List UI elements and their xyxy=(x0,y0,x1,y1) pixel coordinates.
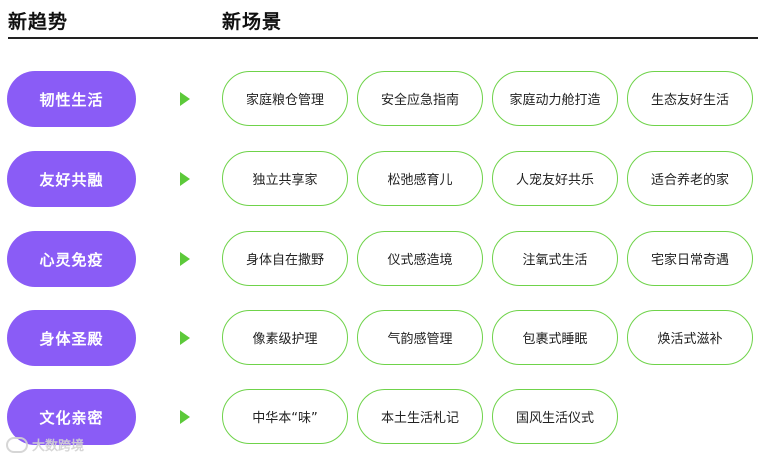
scene-pill: 注氧式生活 xyxy=(492,231,618,286)
scene-pill: 包裹式睡眠 xyxy=(492,310,618,365)
trend-column-title: 新趋势 xyxy=(8,11,69,33)
scene-pill: 宅家日常奇遇 xyxy=(627,231,753,286)
scene-column-title: 新场景 xyxy=(222,11,283,33)
scene-pill: 家庭动力舱打造 xyxy=(492,71,618,126)
trend-row: 文化亲密 中华本“味” 本土生活札记 国风生活仪式 xyxy=(0,389,770,447)
header: 新趋势 新场景 xyxy=(8,0,758,39)
watermark-text: 大数跨境 xyxy=(32,439,85,454)
trend-row: 身体圣殿 像素级护理 气韵感管理 包裹式睡眠 焕活式滋补 xyxy=(0,310,770,368)
scene-pill: 适合养老的家 xyxy=(627,151,753,206)
scene-pill: 家庭粮仓管理 xyxy=(222,71,348,126)
scene-pill: 焕活式滋补 xyxy=(627,310,753,365)
arrow-icon xyxy=(180,252,190,266)
scene-pill: 生态友好生活 xyxy=(627,71,753,126)
trend-row: 韧性生活 家庭粮仓管理 安全应急指南 家庭动力舱打造 生态友好生活 xyxy=(0,71,770,129)
trend-pill: 韧性生活 xyxy=(7,71,136,127)
trend-row: 心灵免疫 身体自在撒野 仪式感造境 注氧式生活 宅家日常奇遇 xyxy=(0,231,770,289)
scene-pill: 像素级护理 xyxy=(222,310,348,365)
logo-icon xyxy=(6,436,28,453)
watermark: 大数跨境 xyxy=(6,435,84,454)
trend-pill: 身体圣殿 xyxy=(7,310,136,366)
scene-pill: 气韵感管理 xyxy=(357,310,483,365)
arrow-icon xyxy=(180,331,190,345)
trend-row: 友好共融 独立共享家 松弛感育儿 人宠友好共乐 适合养老的家 xyxy=(0,151,770,209)
trend-pill: 心灵免疫 xyxy=(7,231,136,287)
scene-pill: 仪式感造境 xyxy=(357,231,483,286)
trend-pill: 友好共融 xyxy=(7,151,136,207)
scene-pill: 身体自在撒野 xyxy=(222,231,348,286)
arrow-icon xyxy=(180,172,190,186)
scene-pill: 安全应急指南 xyxy=(357,71,483,126)
scene-pill: 本土生活札记 xyxy=(357,389,483,444)
scene-pill: 独立共享家 xyxy=(222,151,348,206)
scene-pill: 人宠友好共乐 xyxy=(492,151,618,206)
scene-pill: 中华本“味” xyxy=(222,389,348,444)
arrow-icon xyxy=(180,410,190,424)
scene-pill: 国风生活仪式 xyxy=(492,389,618,444)
scene-pill: 松弛感育儿 xyxy=(357,151,483,206)
trend-pill: 文化亲密 xyxy=(7,389,136,445)
arrow-icon xyxy=(180,92,190,106)
